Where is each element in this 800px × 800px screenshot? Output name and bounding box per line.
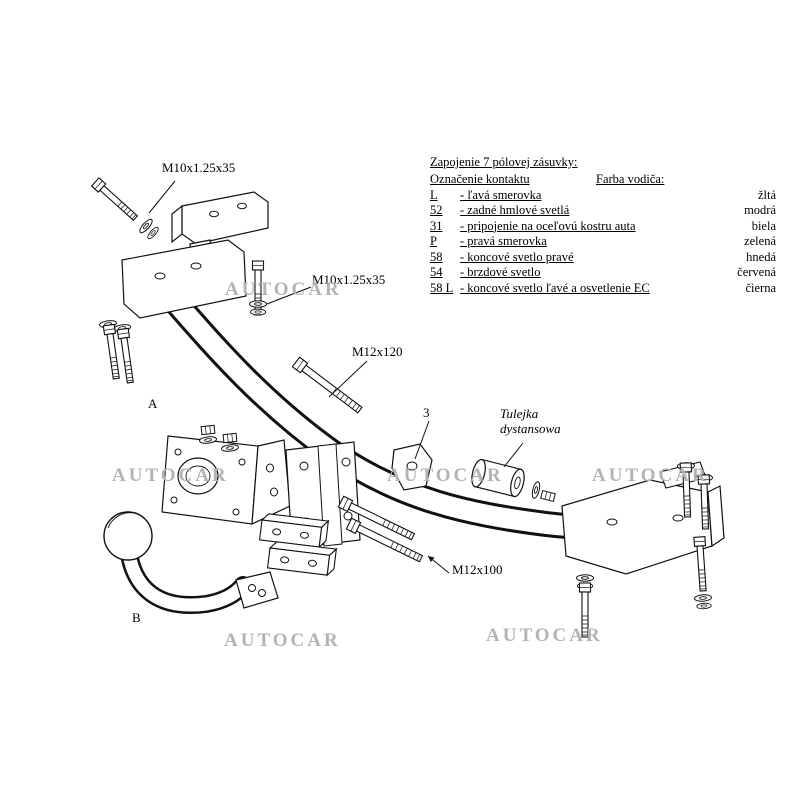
label-bolt-top-left: M10x1.25x35 bbox=[162, 160, 236, 175]
bolt-m10-top-left bbox=[91, 177, 161, 241]
contact-desc: - zadné hmlové svetlá bbox=[460, 203, 570, 217]
wiring-row: 54 - brzdové svetlo červená bbox=[430, 265, 776, 281]
col-color-header: Farba vodiča: bbox=[596, 171, 665, 186]
contact-code: 58 L bbox=[430, 280, 454, 295]
wiring-title: Zapojenie 7 pólovej zásuvky: bbox=[430, 155, 578, 169]
label-part-a: A bbox=[148, 396, 158, 411]
contact-desc: - brzdové svetlo bbox=[460, 265, 541, 279]
distance-sleeve bbox=[471, 458, 556, 502]
contact-desc: - pripojenie na oceľovú kostru auta bbox=[460, 218, 636, 233]
label-bolt-m12x100: M12x100 bbox=[452, 562, 503, 577]
contact-code: 52 bbox=[430, 203, 443, 217]
watermark: AUTOCAR bbox=[387, 465, 504, 486]
leader-lines bbox=[148, 180, 524, 574]
contact-desc: - pravá smerovka bbox=[460, 234, 547, 248]
label-spacer-line2: dystansowa bbox=[500, 421, 561, 436]
label-part-3: 3 bbox=[423, 405, 430, 420]
wire-color: biela bbox=[751, 218, 776, 233]
label-spacer-line1: Tulejka bbox=[500, 406, 539, 421]
wire-color: hnedá bbox=[746, 249, 776, 264]
wire-color: čierna bbox=[745, 280, 776, 295]
wire-color: červená bbox=[737, 265, 776, 279]
label-spacer: Tulejka dystansowa bbox=[500, 406, 561, 436]
watermark: AUTOCAR bbox=[224, 630, 341, 651]
right-bracket bbox=[561, 461, 725, 575]
wiring-row: L - ľavá smerovka žltá bbox=[430, 188, 776, 204]
wiring-row: P - pravá smerovka zelená bbox=[430, 234, 776, 250]
watermark: AUTOCAR bbox=[592, 465, 709, 486]
contact-code: 54 bbox=[430, 265, 443, 279]
contact-desc: - ľavá smerovka bbox=[460, 187, 542, 202]
wire-color: žltá bbox=[757, 187, 776, 202]
contact-code: L bbox=[430, 187, 438, 202]
left-bracket bbox=[121, 239, 247, 319]
watermark: AUTOCAR bbox=[486, 625, 603, 646]
contact-code: P bbox=[430, 234, 437, 248]
contact-desc: - koncové svetlo pravé bbox=[460, 249, 574, 264]
wiring-row: 58 L - koncové svetlo ľavé a osvetlenie … bbox=[430, 281, 776, 297]
wire-color: modrá bbox=[744, 203, 776, 217]
col-contact-header: Označenie kontaktu bbox=[430, 171, 530, 186]
contact-code: 58 bbox=[430, 249, 443, 264]
wiring-header: Označenie kontaktu Farba vodiča: bbox=[430, 172, 776, 188]
wiring-row: 58 - koncové svetlo pravé hnedá bbox=[430, 250, 776, 266]
wiring-table: Zapojenie 7 pólovej zásuvky: Označenie k… bbox=[430, 155, 776, 296]
spacer-blocks bbox=[258, 513, 338, 577]
contact-code: 31 bbox=[430, 218, 443, 233]
wiring-row: 31 - pripojenie na oceľovú kostru auta b… bbox=[430, 219, 776, 235]
hook-plate bbox=[391, 443, 433, 491]
wire-color: zelená bbox=[744, 234, 776, 248]
tow-ball bbox=[103, 511, 279, 614]
bolt-m12x120 bbox=[291, 356, 365, 416]
label-bolt-left: M10x1.25x35 bbox=[312, 272, 386, 287]
ball-flange bbox=[235, 571, 279, 609]
watermark: AUTOCAR bbox=[112, 465, 229, 486]
watermark: AUTOCAR bbox=[225, 279, 342, 300]
wiring-row: 52 - zadné hmlové svetlá modrá bbox=[430, 203, 776, 219]
label-bolt-m12x120: M12x120 bbox=[352, 344, 403, 359]
contact-desc: - koncové svetlo ľavé a osvetlenie EC bbox=[460, 280, 650, 295]
label-part-b: B bbox=[132, 610, 141, 625]
bolts-under-left-bracket bbox=[98, 319, 137, 384]
left-flange-plate bbox=[161, 435, 291, 525]
